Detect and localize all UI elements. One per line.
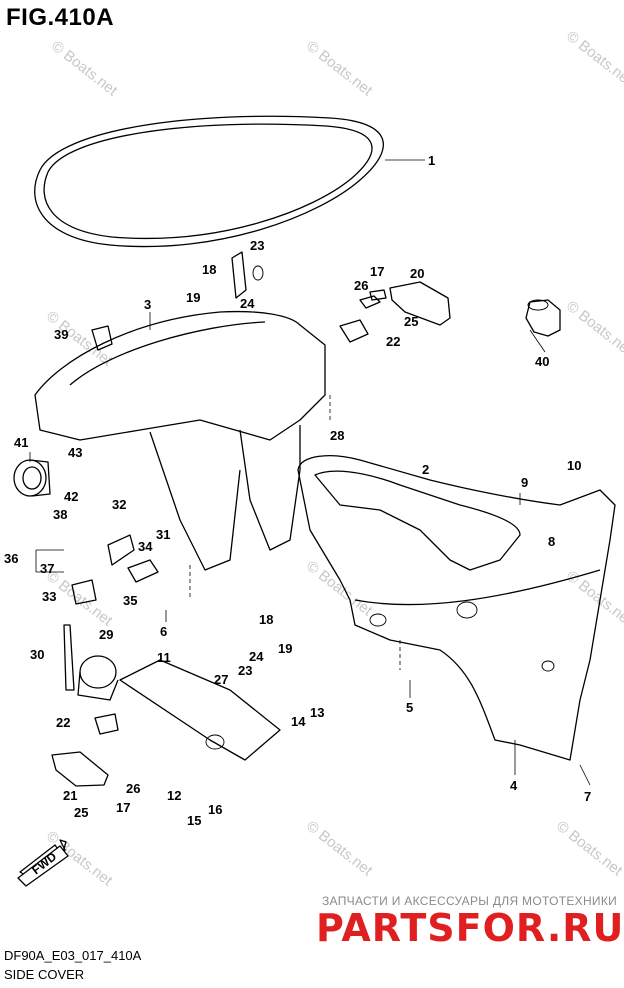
callout: 12 bbox=[167, 788, 181, 803]
part-handle-21 bbox=[51, 751, 109, 787]
callout: 8 bbox=[548, 534, 555, 549]
callout: 25 bbox=[404, 314, 418, 329]
part-lower-bracket-11 bbox=[119, 659, 281, 761]
part-lock-22 bbox=[339, 319, 369, 343]
callout: 15 bbox=[187, 813, 201, 828]
part-upper-side-cover bbox=[34, 310, 331, 600]
figure-title: FIG.410A bbox=[6, 4, 115, 31]
leader-lines bbox=[29, 329, 591, 786]
callout: 35 bbox=[123, 593, 137, 608]
callout: 31 bbox=[156, 527, 170, 542]
part-clip-39 bbox=[91, 325, 113, 351]
callout-labels: 1 2 3 4 5 6 7 8 9 10 11 12 13 14 15 16 1… bbox=[4, 153, 591, 828]
callout: 28 bbox=[330, 428, 344, 443]
callout: 39 bbox=[54, 327, 68, 342]
callout: 24 bbox=[249, 649, 264, 664]
part-plug-40 bbox=[525, 299, 561, 337]
part-switch-29 bbox=[77, 655, 119, 701]
callout: 24 bbox=[240, 296, 255, 311]
callout: 42 bbox=[64, 489, 78, 504]
callout: 4 bbox=[510, 778, 518, 793]
callout: 2 bbox=[422, 462, 429, 477]
callout: 14 bbox=[291, 714, 306, 729]
callout: 16 bbox=[208, 802, 222, 817]
callout: 17 bbox=[116, 800, 130, 815]
callout: 38 bbox=[53, 507, 67, 522]
callout: 29 bbox=[99, 627, 113, 642]
part-pad-34 bbox=[127, 559, 159, 583]
callout: 17 bbox=[370, 264, 384, 279]
part-cover-22-lower bbox=[94, 713, 119, 735]
brand-logo: PARTSFOR.RU bbox=[316, 906, 624, 950]
callout: 43 bbox=[68, 445, 82, 460]
callout: 6 bbox=[160, 624, 167, 639]
callout: 37 bbox=[40, 561, 54, 576]
callout: 21 bbox=[63, 788, 77, 803]
callout: 33 bbox=[42, 589, 56, 604]
callout: 26 bbox=[126, 781, 140, 796]
callout: 5 bbox=[406, 700, 413, 715]
callout: 9 bbox=[521, 475, 528, 490]
callout: 30 bbox=[30, 647, 44, 662]
callout: 34 bbox=[138, 539, 153, 554]
callout: 36 bbox=[4, 551, 18, 566]
callout: 20 bbox=[410, 266, 424, 281]
callout: 26 bbox=[354, 278, 368, 293]
part-seal-ring bbox=[34, 115, 425, 248]
part-side-cover-rear bbox=[297, 455, 616, 761]
callout: 41 bbox=[14, 435, 28, 450]
part-fitting-26-17 bbox=[359, 289, 387, 309]
callout: 13 bbox=[310, 705, 324, 720]
part-holder-33 bbox=[71, 579, 97, 605]
fwd-arrow-icon: FWD bbox=[17, 839, 69, 887]
callout: 19 bbox=[186, 290, 200, 305]
callout: 10 bbox=[567, 458, 581, 473]
callout: 18 bbox=[202, 262, 216, 277]
figure-code: DF90A_E03_017_410A bbox=[4, 948, 142, 963]
callout: 23 bbox=[250, 238, 264, 253]
figure-name: SIDE COVER bbox=[4, 967, 85, 982]
part-bracket-18-23-24 bbox=[231, 251, 264, 299]
callout: 22 bbox=[386, 334, 400, 349]
part-grommet-41 bbox=[13, 459, 51, 497]
brand-subtitle: ЗАПЧАСТИ И АКСЕССУАРЫ ДЛЯ МОТОТЕХНИКИ bbox=[322, 894, 618, 908]
callout: 11 bbox=[157, 650, 171, 665]
callout: 25 bbox=[74, 805, 88, 820]
callout: 22 bbox=[56, 715, 70, 730]
callout: 27 bbox=[214, 672, 228, 687]
callout: 18 bbox=[259, 612, 273, 627]
callout: 32 bbox=[112, 497, 126, 512]
callout: 40 bbox=[535, 354, 549, 369]
part-band-30 bbox=[63, 624, 75, 691]
part-handle-20 bbox=[389, 281, 451, 326]
callout: 19 bbox=[278, 641, 292, 656]
callout: 23 bbox=[238, 663, 252, 678]
part-bracket-31 bbox=[107, 534, 135, 566]
callout: 1 bbox=[428, 153, 435, 168]
callout: 3 bbox=[144, 297, 151, 312]
callout: 7 bbox=[584, 789, 591, 804]
